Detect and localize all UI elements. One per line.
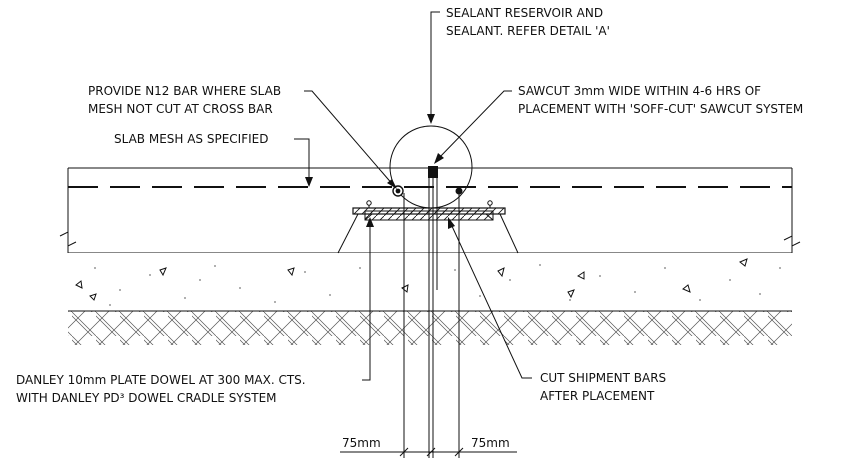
dowel-leader	[362, 217, 374, 381]
sub-base-layer	[68, 253, 792, 311]
sealant-note-line-1: SEALANT RESERVOIR AND	[446, 6, 603, 20]
dowel-note-line-1: DANLEY 10mm PLATE DOWEL AT 300 MAX. CTS.	[16, 373, 306, 387]
n12-note-line-1: PROVIDE N12 BAR WHERE SLAB	[88, 84, 281, 98]
n12-bar-left	[392, 185, 404, 197]
n12-leader	[304, 90, 397, 189]
dowel-cradle	[337, 200, 519, 254]
dimension-right-label: 75mm	[471, 436, 510, 450]
slab-mesh-leader	[294, 138, 313, 187]
shipment-note-line-2: AFTER PLACEMENT	[540, 389, 655, 403]
shipment-note-line-1: CUT SHIPMENT BARS	[540, 371, 666, 385]
sealant-reservoir	[428, 166, 438, 178]
dimension-line	[340, 447, 517, 457]
dimension-left-label: 75mm	[342, 436, 381, 450]
subgrade-layer	[68, 311, 792, 345]
shipment-leader	[448, 217, 532, 379]
n12-bar-right	[455, 187, 463, 195]
left-break-line	[59, 168, 77, 253]
sealant-note-line-2: SEALANT. REFER DETAIL 'A'	[446, 24, 610, 38]
aggregate-stipple	[94, 264, 781, 306]
sawcut-note-line-2: PLACEMENT WITH 'SOFF-CUT' SAWCUT SYSTEM	[518, 102, 803, 116]
sealant-leader	[427, 11, 440, 124]
dimension-extension-lines	[403, 178, 460, 458]
dowel-note-line-2: WITH DANLEY PD³ DOWEL CRADLE SYSTEM	[16, 391, 277, 405]
aggregate-triangles	[75, 258, 748, 301]
right-break-line	[783, 168, 801, 253]
n12-note-line-2: MESH NOT CUT AT CROSS BAR	[88, 102, 273, 116]
sawcut-note-line-1: SAWCUT 3mm WIDE WITHIN 4-6 HRS OF	[518, 84, 761, 98]
sawcut-leader	[434, 90, 512, 164]
slab-mesh-note: SLAB MESH AS SPECIFIED	[114, 132, 268, 146]
